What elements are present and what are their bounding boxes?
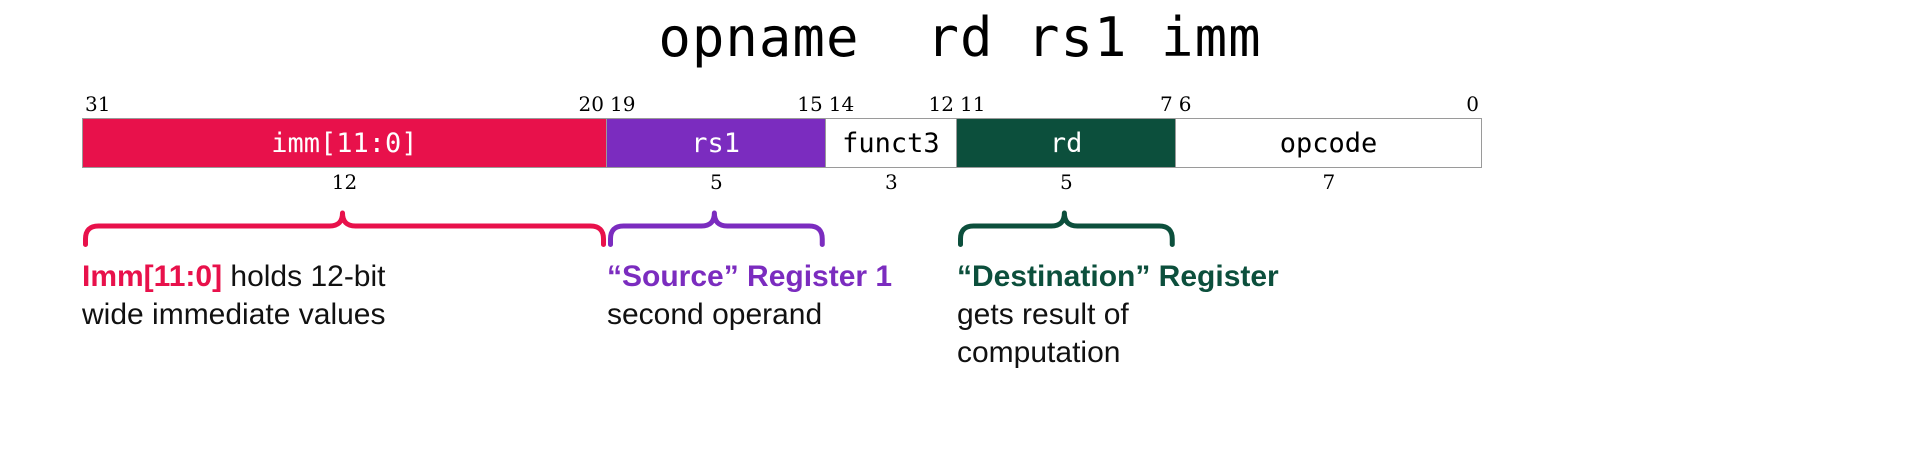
imm-annotation-caption-emphasis: Imm[11:0] xyxy=(82,260,223,293)
bit-number-14: 14 xyxy=(828,92,855,116)
rs1-annotation-caption-line1: “Source” Register 1 xyxy=(607,258,892,296)
bit-number-0: 0 xyxy=(1466,92,1479,116)
rs1-annotation-caption: “Source” Register 1 second operand xyxy=(607,258,892,334)
bit-number-20: 20 xyxy=(578,92,604,116)
rs1-annotation-brace xyxy=(607,202,826,248)
field-funct3: funct3 xyxy=(825,119,958,167)
rd-annotation-brace xyxy=(957,202,1176,248)
field-rs1: rs1 xyxy=(606,119,826,167)
imm-annotation-brace xyxy=(82,202,607,248)
rd-annotation-caption-line3: computation xyxy=(957,336,1121,369)
annotation-brace-row xyxy=(82,202,1482,258)
field-width-rs1: 5 xyxy=(710,170,723,194)
bit-number-19: 19 xyxy=(610,92,636,116)
imm-annotation-caption-line1: Imm[11:0] holds 12-bit xyxy=(82,258,386,296)
field-width-row: 12 5 3 5 7 xyxy=(82,168,1482,196)
field-imm-11-0: imm[11:0] xyxy=(83,119,607,167)
rs1-annotation-caption-emphasis: “Source” Register 1 xyxy=(607,260,893,293)
bit-number-12: 12 xyxy=(928,92,954,116)
bit-number-11: 11 xyxy=(960,92,986,116)
rd-annotation-caption-line2: gets result of xyxy=(957,298,1129,331)
field-opcode: opcode xyxy=(1176,119,1481,167)
field-width-funct3: 3 xyxy=(885,170,898,194)
rs1-annotation-caption-line2: second operand xyxy=(607,298,823,331)
rd-annotation-caption: “Destination” Register gets result of comp… xyxy=(957,258,1279,372)
bit-number-7: 7 xyxy=(1160,92,1173,116)
imm-annotation-caption-line1-rest: holds 12-bit xyxy=(222,260,386,293)
bit-number-15: 15 xyxy=(797,92,823,116)
rd-annotation-caption-emphasis: “Destination” Register xyxy=(957,260,1279,293)
imm-annotation-caption-line2: wide immediate values xyxy=(82,298,386,331)
rd-annotation-caption-line1: “Destination” Register xyxy=(957,258,1279,296)
field-width-rd: 5 xyxy=(1060,170,1073,194)
field-rd: rd xyxy=(957,119,1177,167)
field-width-opcode: 7 xyxy=(1322,170,1336,194)
field-width-imm-11-0: 12 xyxy=(331,170,358,194)
bit-number-6: 6 xyxy=(1178,92,1192,116)
bit-number-31: 31 xyxy=(85,92,111,116)
page-title: opname rd rs1 imm xyxy=(658,6,1262,69)
